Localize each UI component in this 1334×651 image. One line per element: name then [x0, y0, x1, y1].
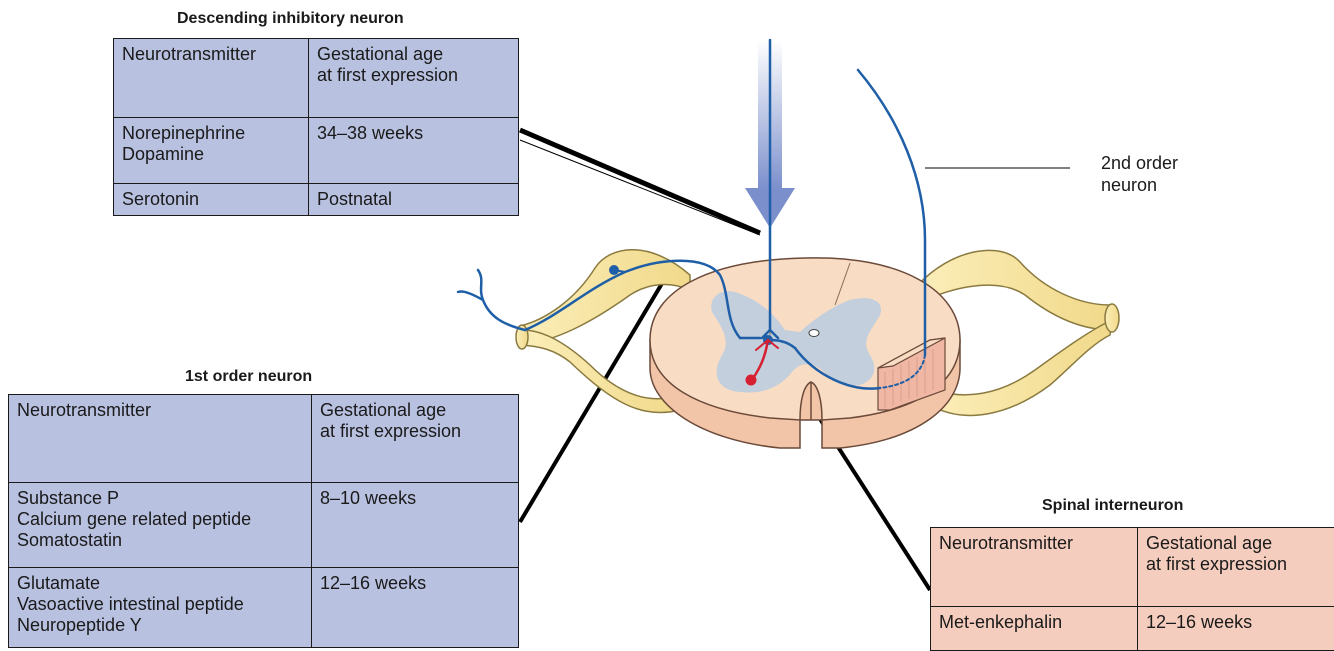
table-header-row: Neurotransmitter Gestational age at firs…: [931, 528, 1334, 607]
interneuron-table: Neurotransmitter Gestational age at firs…: [930, 527, 1334, 651]
header-neurotransmitter: Neurotransmitter: [114, 39, 309, 118]
neurotransmitter-cell: Glutamate Vasoactive intestinal peptide …: [9, 568, 312, 648]
central-canal: [809, 330, 819, 337]
header-gestational-age: Gestational age at first expression: [309, 39, 519, 118]
age-cell: 34–38 weeks: [309, 118, 519, 184]
drg-soma: [609, 265, 619, 275]
header-gestational-age: Gestational age at first expression: [1138, 528, 1334, 607]
neurotransmitter-cell: Substance P Calcium gene related peptide…: [9, 483, 312, 568]
neurotransmitter-cell: Norepinephrine Dopamine: [114, 118, 309, 184]
age-cell: 8–10 weeks: [312, 483, 519, 568]
table-row: Glutamate Vasoactive intestinal peptide …: [9, 568, 519, 648]
right-root-end: [1105, 304, 1119, 332]
spinal-cord: [650, 258, 960, 448]
descending-table-title: Descending inhibitory neuron: [177, 10, 404, 28]
table-header-row: Neurotransmitter Gestational age at firs…: [9, 395, 519, 483]
descending-table: Neurotransmitter Gestational age at firs…: [113, 38, 519, 216]
header-gestational-age: Gestational age at first expression: [312, 395, 519, 483]
neurotransmitter-cell: Serotonin: [114, 184, 309, 216]
table-row: Substance P Calcium gene related peptide…: [9, 483, 519, 568]
age-cell: Postnatal: [309, 184, 519, 216]
interneuron-soma: [746, 375, 757, 386]
header-neurotransmitter: Neurotransmitter: [9, 395, 312, 483]
neurotransmitter-cell: Met-enkephalin: [931, 607, 1138, 651]
age-cell: 12–16 weeks: [1138, 607, 1334, 651]
second-order-neuron-label: 2nd order neuron: [1101, 152, 1178, 196]
first-order-table: Neurotransmitter Gestational age at firs…: [8, 394, 519, 648]
table-row: Serotonin Postnatal: [114, 184, 519, 216]
age-cell: 12–16 weeks: [312, 568, 519, 648]
header-neurotransmitter: Neurotransmitter: [931, 528, 1138, 607]
first-order-table-title: 1st order neuron: [185, 368, 312, 386]
interneuron-table-title: Spinal interneuron: [1042, 497, 1183, 515]
table-header-row: Neurotransmitter Gestational age at firs…: [114, 39, 519, 118]
table-row: Norepinephrine Dopamine 34–38 weeks: [114, 118, 519, 184]
table-row: Met-enkephalin 12–16 weeks: [931, 607, 1334, 651]
